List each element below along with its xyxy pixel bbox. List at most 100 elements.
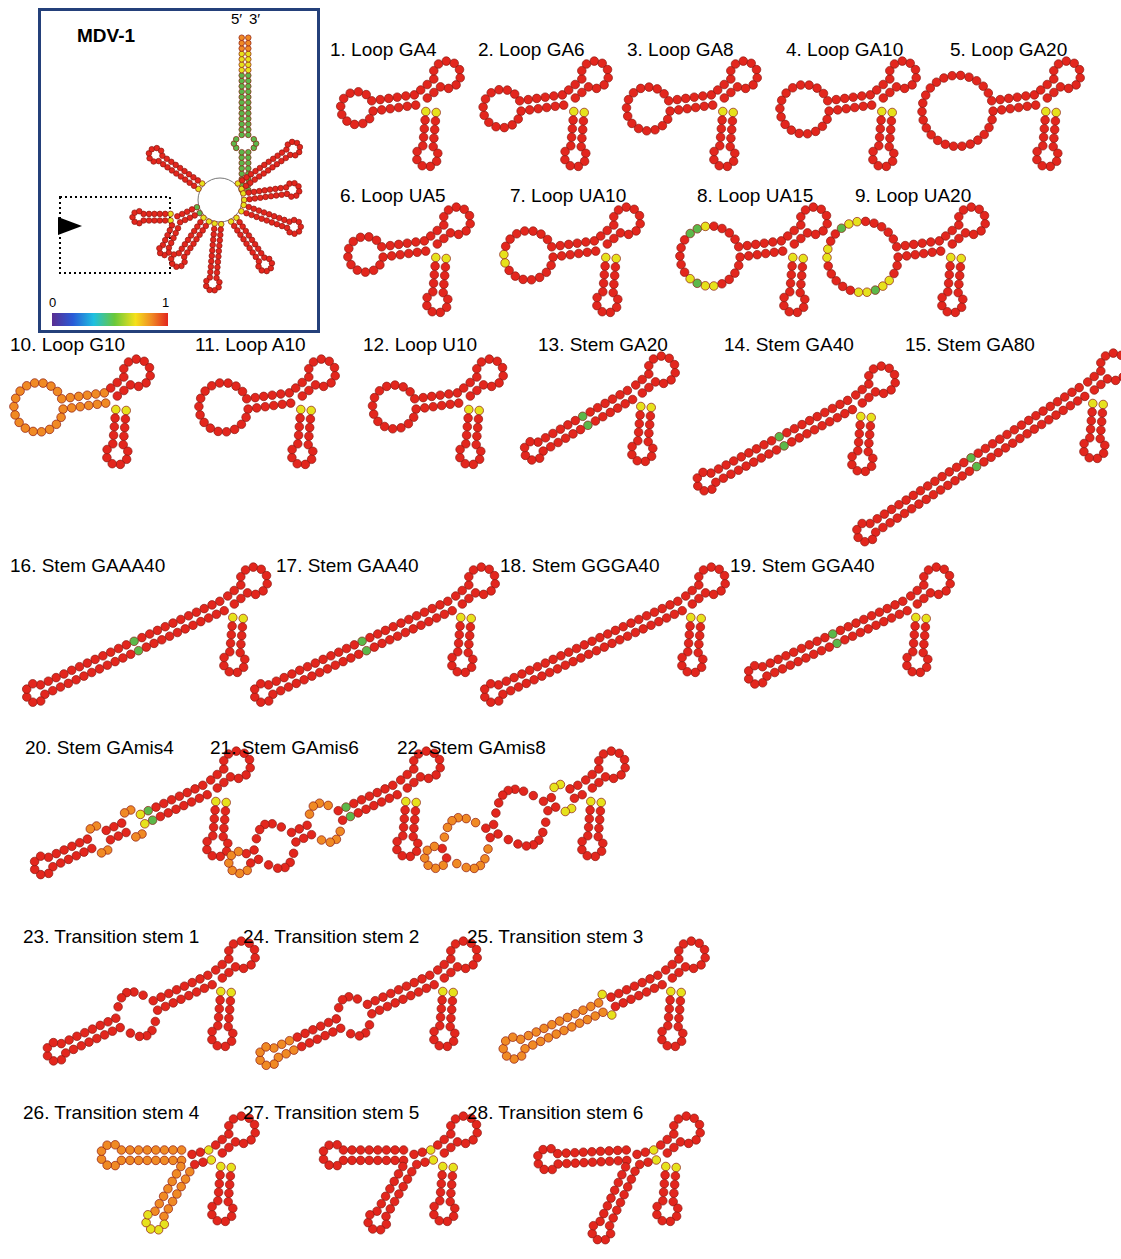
nucleotide-bead (422, 984, 431, 993)
nucleotide-bead (324, 801, 333, 810)
nucleotide-bead (494, 697, 503, 706)
nucleotide-bead (471, 818, 480, 827)
nucleotide-bead (295, 825, 304, 834)
nucleotide-bead (650, 984, 659, 993)
nucleotide-bead (592, 84, 601, 93)
nucleotide-bead (350, 799, 359, 808)
nucleotide-bead (1023, 102, 1032, 111)
nucleotide-bead (246, 100, 252, 106)
nucleotide-bead (549, 253, 558, 262)
nucleotide-bead (436, 1188, 445, 1197)
nucleotide-bead (169, 1156, 178, 1165)
nucleotide-bead (76, 402, 85, 411)
nucleotide-bead (783, 428, 792, 437)
nucleotide-bead (307, 830, 316, 839)
nucleotide-bead (393, 790, 402, 799)
nucleotide-bead (561, 155, 570, 164)
nucleotide-bead (169, 999, 178, 1008)
nucleotide-bead (601, 262, 610, 271)
nucleotide-bead (382, 1146, 391, 1155)
nucleotide-bead (45, 425, 54, 434)
nucleotide-bead (73, 1032, 82, 1041)
nucleotide-bead (1051, 117, 1060, 126)
nucleotide-bead (801, 295, 810, 304)
nucleotide-bead (603, 1202, 612, 1211)
nucleotide-bead (444, 295, 453, 304)
nucleotide-bead (111, 657, 120, 666)
nucleotide-bead (427, 392, 436, 401)
nucleotide-bead (871, 286, 880, 295)
nucleotide-bead (286, 399, 295, 408)
nucleotide-bead (872, 621, 881, 630)
nucleotide-bead (1098, 409, 1107, 418)
nucleotide-bead (863, 288, 872, 297)
nucleotide-bead (348, 1146, 357, 1155)
nucleotide-bead (614, 295, 623, 304)
nucleotide-bead (780, 442, 789, 451)
nucleotide-bead (293, 1033, 302, 1042)
nucleotide-bead (39, 379, 48, 388)
nucleotide-bead (860, 615, 869, 624)
nucleotide-bead (798, 420, 807, 429)
nucleotide-bead (121, 415, 130, 424)
nucleotide-bead (696, 623, 705, 632)
nucleotide-bead (805, 416, 814, 425)
nucleotide-bead (529, 791, 538, 800)
nucleotide-bead (1054, 149, 1063, 158)
nucleotide-bead (164, 1185, 173, 1194)
nucleotide-bead (36, 852, 45, 861)
nucleotide-bead (414, 988, 423, 997)
nucleotide-bead (854, 288, 863, 297)
nucleotide-bead (443, 1042, 452, 1051)
nucleotide-bead (550, 783, 559, 792)
nucleotide-bead (749, 458, 758, 467)
nucleotide-bead (97, 849, 106, 858)
nucleotide-bead (861, 467, 870, 476)
nucleotide-bead (676, 1138, 685, 1147)
nucleotide-bead (327, 652, 336, 661)
nucleotide-bead (83, 391, 92, 400)
nucleotide-bead (165, 632, 174, 641)
nucleotide-bead (382, 1212, 391, 1221)
nucleotide-bead (548, 1020, 557, 1029)
nucleotide-bead (600, 643, 609, 652)
nucleotide-bead (1041, 116, 1050, 125)
nucleotide-bead (412, 612, 421, 621)
nucleotide-bead (1013, 93, 1022, 102)
nucleotide-bead (410, 765, 419, 774)
nucleotide-bead (43, 1052, 52, 1061)
nucleotide-bead (419, 133, 428, 142)
nucleotide-bead (254, 855, 263, 864)
nucleotide-bead (751, 240, 760, 249)
nucleotide-bead (1099, 400, 1108, 409)
nucleotide-bead (803, 130, 812, 139)
nucleotide-bead (270, 1044, 279, 1053)
nucleotide-bead (707, 563, 716, 572)
nucleotide-bead (136, 810, 145, 819)
nucleotide-bead (911, 622, 920, 631)
nucleotide-bead (573, 239, 582, 248)
nucleotide-bead (690, 93, 699, 102)
nucleotide-bead (461, 1139, 470, 1148)
nucleotide-bead (208, 980, 217, 989)
nucleotide-bead (30, 379, 39, 388)
nucleotide-bead (180, 982, 189, 991)
nucleotide-bead (227, 1163, 236, 1172)
nucleotide-bead (832, 95, 841, 104)
nucleotide-bead (709, 590, 718, 599)
nucleotide-bead (438, 1171, 447, 1180)
nucleotide-bead (683, 104, 692, 113)
nucleotide-bead (192, 608, 201, 617)
nucleotide-bead (388, 425, 397, 434)
nucleotide-bead (126, 381, 135, 390)
nucleotide-bead (642, 612, 651, 621)
nucleotide-bead (239, 100, 245, 106)
nucleotide-bead (743, 241, 752, 250)
nucleotide-bead (208, 601, 217, 610)
nucleotide-bead (765, 450, 774, 459)
nucleotide-bead (843, 396, 852, 405)
nucleotide-bead (329, 1028, 338, 1037)
nucleotide-bead (239, 155, 245, 161)
nucleotide-bead (430, 1035, 439, 1044)
nucleotide-bead (961, 229, 970, 238)
